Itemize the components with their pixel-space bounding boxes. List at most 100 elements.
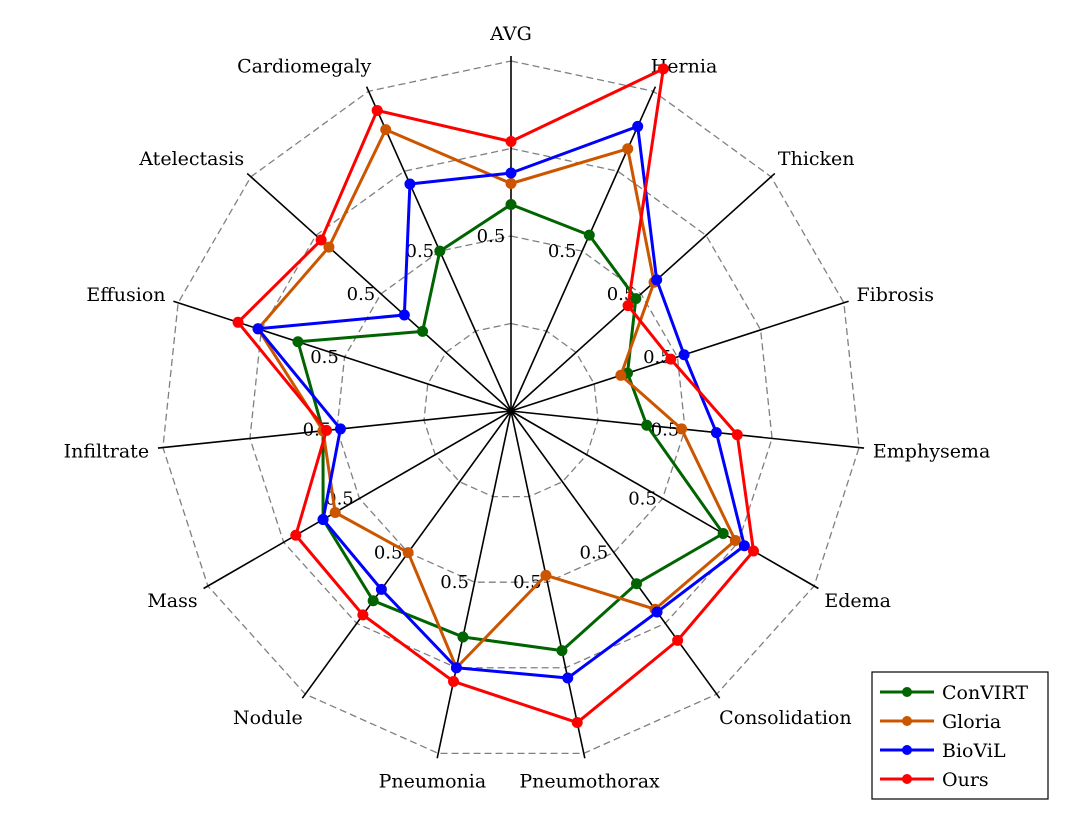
legend-label-ours: Ours — [942, 769, 989, 791]
spoke-effusion — [173, 300, 512, 412]
data-point-gloria-mass — [329, 507, 341, 518]
axis-label-fibrosis: Fibrosis — [856, 284, 934, 306]
data-point-biovil-consolidation — [651, 606, 663, 618]
data-point-convirt-effusion — [292, 336, 304, 348]
data-point-convirt-pneumonia — [457, 631, 469, 643]
axis-label-edema: Edema — [824, 590, 891, 612]
spoke-pneumothorax — [510, 410, 586, 759]
data-point-biovil-pneumothorax — [562, 672, 574, 684]
data-point-ours-consolidation — [672, 634, 684, 646]
data-point-ours-nodule — [357, 609, 369, 621]
legend-label-gloria: Gloria — [942, 711, 1001, 733]
axis-label-effusion: Effusion — [86, 284, 165, 306]
tick-label: 0.5 — [477, 226, 506, 247]
data-point-ours-effusion — [232, 316, 244, 328]
spoke-pneumonia — [436, 410, 512, 759]
data-point-biovil-mass — [317, 514, 329, 525]
axis-label-emphysema: Emphysema — [873, 441, 990, 463]
data-point-biovil-thicken — [651, 274, 663, 286]
legend-label-convirt: ConVIRT — [942, 682, 1028, 704]
data-point-biovil-infiltrate — [334, 423, 346, 435]
data-point-gloria-atelectasis — [323, 241, 335, 253]
data-point-ours-pneumonia — [448, 675, 460, 687]
spoke-hernia — [510, 86, 657, 412]
data-point-biovil-fibrosis — [678, 349, 690, 361]
axis-label-consolidation: Consolidation — [719, 707, 851, 729]
tick-label: 0.5 — [628, 489, 657, 510]
series-line-biovil — [256, 124, 746, 680]
legend-label-biovil: BioViL — [942, 740, 1006, 762]
data-point-biovil-cardiomegaly — [404, 178, 416, 190]
data-point-ours-hernia — [657, 63, 669, 75]
axis-label-avg: AVG — [489, 23, 532, 45]
data-point-convirt-emphysema — [641, 419, 653, 431]
series-line-gloria — [256, 128, 737, 670]
series-biovil — [252, 120, 750, 684]
axis-label-thicken: Thicken — [778, 148, 855, 170]
data-point-convirt-consolidation — [630, 578, 642, 590]
radar-tick-labels: 0.50.50.50.50.50.50.50.50.50.50.50.50.50… — [303, 226, 680, 593]
data-point-ours-edema — [747, 545, 759, 557]
data-point-biovil-avg — [505, 167, 517, 179]
data-point-gloria-edema — [729, 535, 741, 546]
axis-label-pneumonia: Pneumonia — [379, 771, 487, 793]
data-point-biovil-nodule — [375, 583, 387, 595]
axis-label-infiltrate: Infiltrate — [64, 441, 149, 463]
grid-ring-4 — [162, 60, 860, 755]
series-ours — [232, 63, 759, 729]
tick-label: 0.5 — [651, 419, 680, 440]
axis-label-nodule: Nodule — [233, 707, 303, 729]
data-point-ours-cardiomegaly — [371, 104, 383, 116]
data-point-gloria-nodule — [402, 547, 414, 559]
axis-label-atelectasis: Atelectasis — [138, 148, 244, 170]
axis-label-pneumothorax: Pneumothorax — [519, 771, 660, 793]
spoke-consolidation — [510, 410, 721, 699]
tick-label: 0.5 — [310, 347, 339, 368]
tick-label: 0.5 — [440, 572, 469, 593]
legend-marker-ours — [902, 774, 912, 784]
grid-ring-1 — [423, 322, 599, 498]
tick-label: 0.5 — [580, 543, 609, 564]
data-point-biovil-atelectasis — [398, 309, 410, 321]
data-point-gloria-cardiomegaly — [380, 124, 392, 136]
data-point-convirt-avg — [505, 199, 517, 210]
data-point-ours-fibrosis — [665, 353, 677, 365]
series-line-ours — [236, 67, 755, 725]
data-point-convirt-pneumothorax — [556, 645, 568, 657]
radar-axis-labels: AVGHerniaThickenFibrosisEmphysemaEdemaCo… — [64, 23, 991, 793]
spoke-atelectasis — [246, 172, 512, 412]
data-point-gloria-fibrosis — [615, 369, 627, 381]
radar-spokes — [157, 56, 865, 759]
tick-label: 0.5 — [406, 241, 435, 262]
data-point-convirt-edema — [717, 528, 729, 539]
legend-marker-gloria — [902, 716, 912, 726]
data-point-ours-infiltrate — [321, 424, 333, 436]
legend-marker-biovil — [902, 745, 912, 755]
data-point-biovil-emphysema — [710, 427, 722, 439]
data-point-ours-avg — [505, 136, 517, 147]
data-point-convirt-atelectasis — [417, 325, 429, 337]
spoke-edema — [510, 410, 819, 590]
data-point-ours-mass — [290, 529, 302, 541]
tick-label: 0.5 — [374, 543, 403, 564]
grid-ring-3 — [249, 147, 773, 669]
data-point-convirt-nodule — [367, 595, 379, 607]
radar-series — [232, 63, 759, 729]
spoke-mass — [203, 410, 512, 590]
data-point-gloria-avg — [505, 178, 517, 189]
data-point-ours-thicken — [622, 300, 634, 312]
radar-grid — [162, 60, 860, 755]
legend-marker-convirt — [902, 687, 912, 697]
grid-ring-2 — [336, 235, 686, 583]
series-line-convirt — [296, 203, 725, 653]
tick-label: 0.5 — [548, 241, 577, 262]
data-point-convirt-cardiomegaly — [434, 245, 446, 257]
data-point-biovil-edema — [738, 540, 750, 552]
tick-label: 0.5 — [347, 284, 376, 305]
data-point-biovil-hernia — [632, 120, 644, 132]
data-point-ours-pneumothorax — [571, 717, 583, 729]
data-point-biovil-effusion — [252, 323, 264, 335]
spoke-thicken — [510, 172, 776, 412]
